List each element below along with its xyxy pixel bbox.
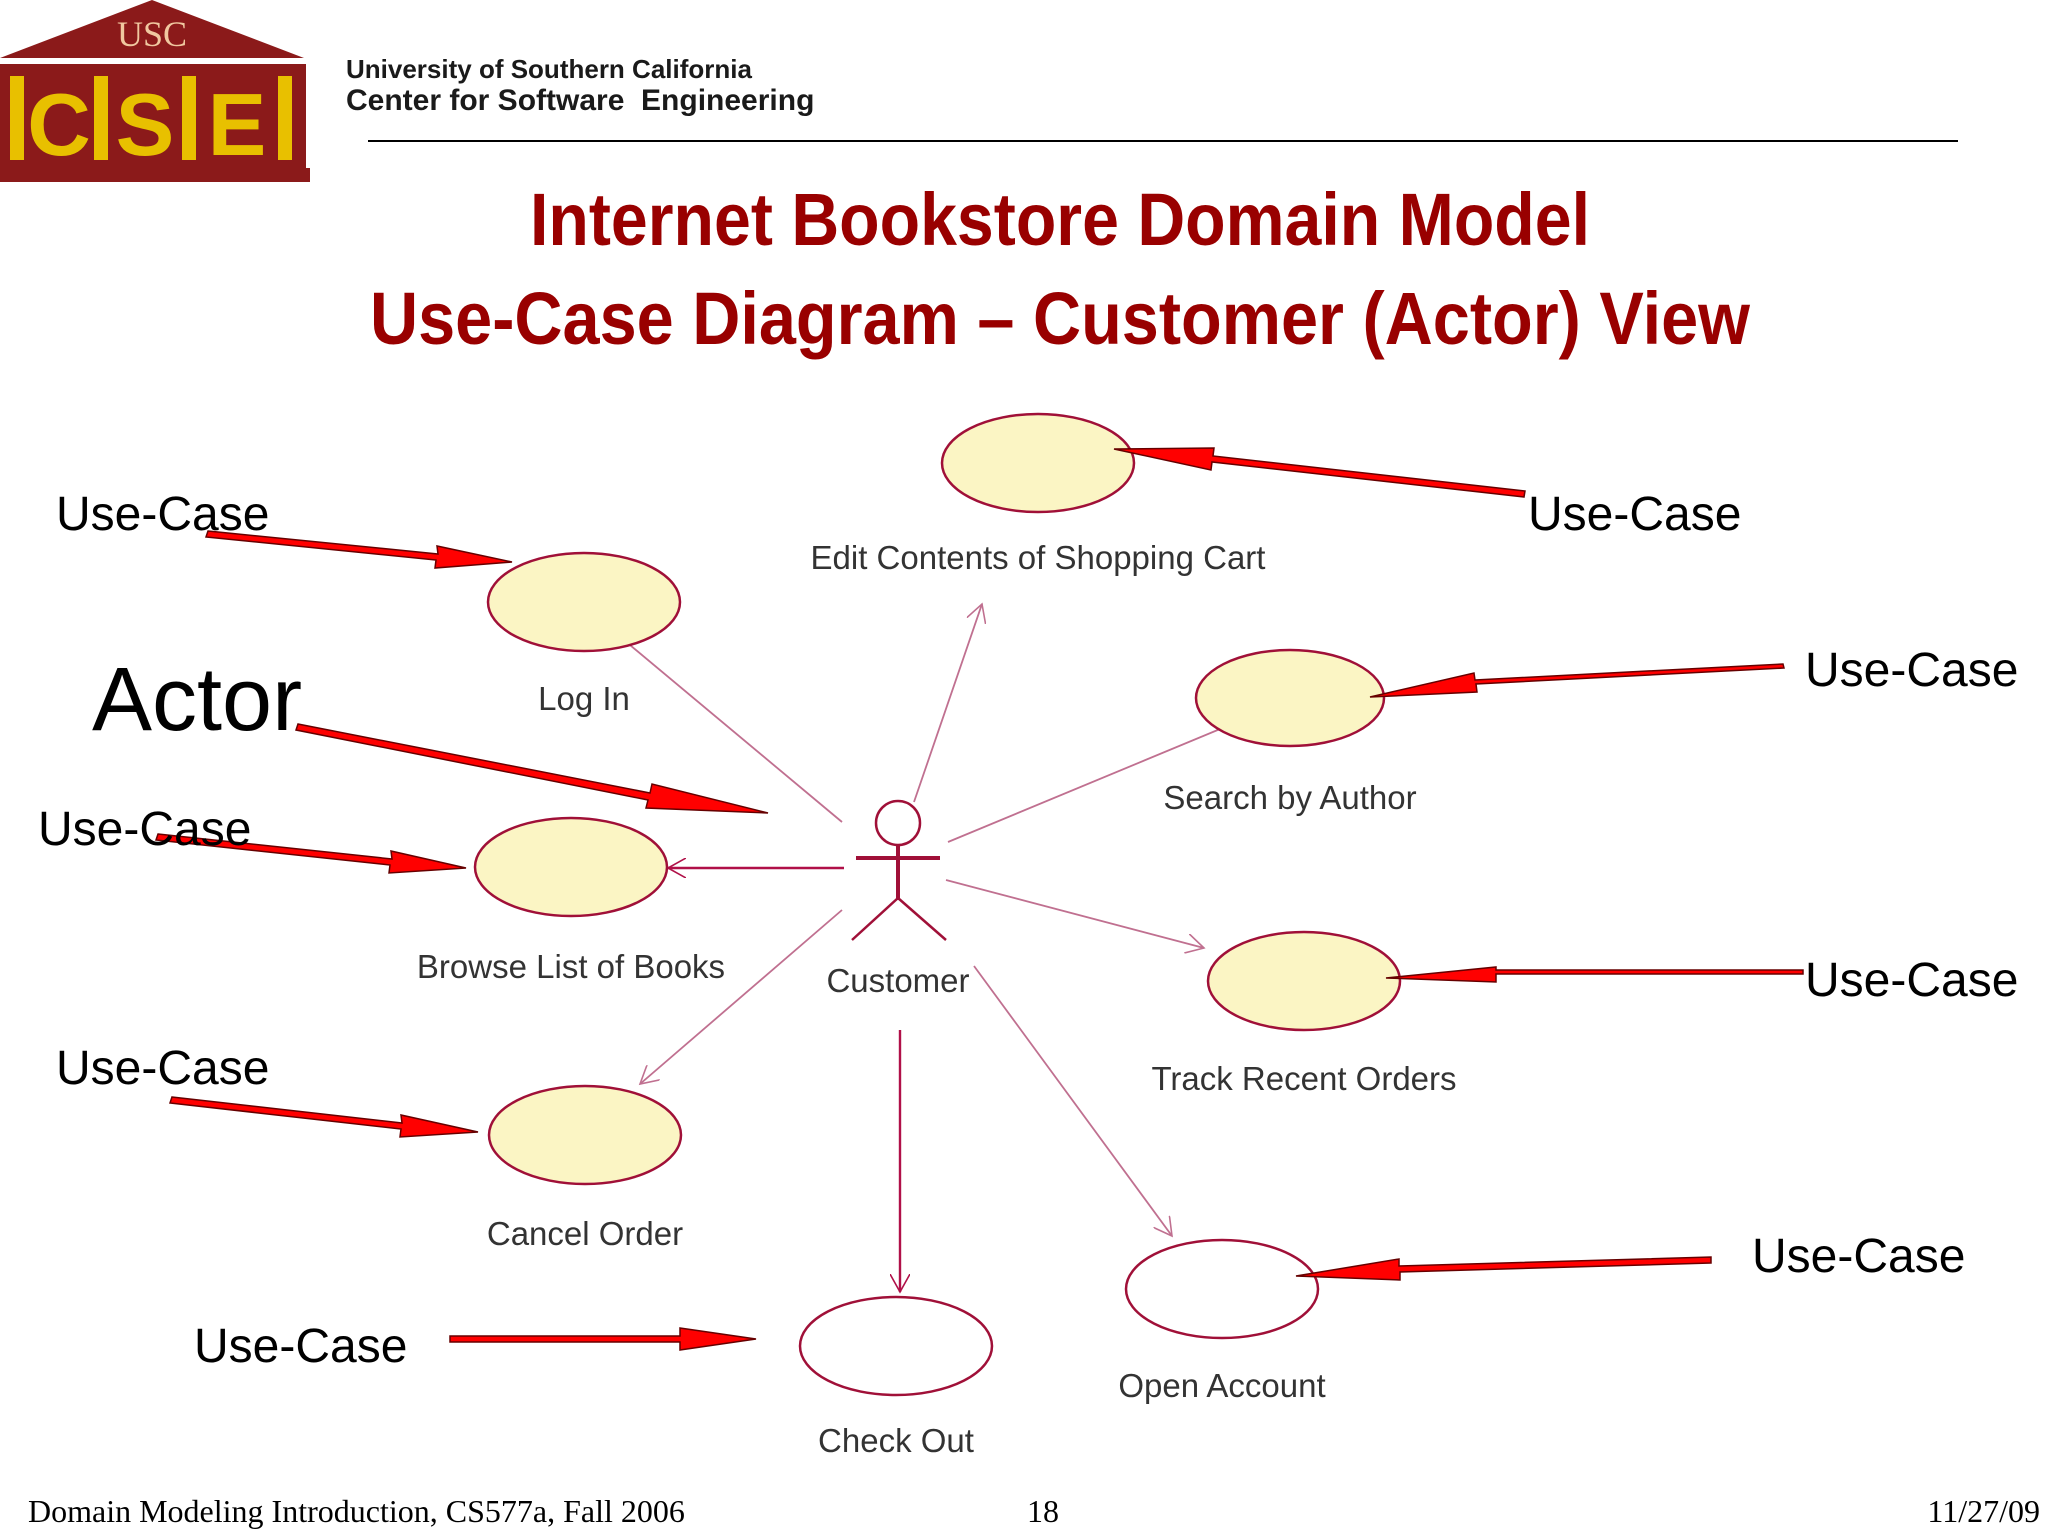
logo-pillar xyxy=(278,76,292,160)
use-case-ellipse xyxy=(486,551,682,653)
association-edit-cart xyxy=(913,604,982,803)
association-track-orders xyxy=(945,879,1204,948)
actor-leg-left xyxy=(851,897,899,941)
use-case-ellipse xyxy=(1124,1238,1320,1340)
use-case-ellipse xyxy=(940,412,1136,514)
callout-arrow xyxy=(295,723,769,814)
callout-arrow xyxy=(154,833,467,874)
logo-letter: C xyxy=(27,75,91,174)
center-name: Center for Software Engineering xyxy=(346,84,814,117)
actor-label: Customer xyxy=(826,962,969,999)
use-case-browse-books[interactable]: Browse List of Books xyxy=(417,816,725,985)
callout-use-case-label: Use-Case xyxy=(1752,1230,1965,1283)
use-case-log-in[interactable]: Log In xyxy=(486,551,682,717)
use-case-edit-cart[interactable]: Edit Contents of Shopping Cart xyxy=(811,412,1266,576)
logo-letter: E xyxy=(208,75,267,174)
association-cancel xyxy=(640,909,843,1084)
use-case-label: Track Recent Orders xyxy=(1151,1060,1456,1097)
logo-base xyxy=(0,168,310,182)
actor-leg-right xyxy=(897,897,947,941)
slide-title-line2: Use-Case Diagram – Customer (Actor) View xyxy=(370,277,1750,360)
actor-customer[interactable]: Customer xyxy=(826,799,970,999)
callout-arrow xyxy=(1295,1256,1712,1281)
callout-use-case-label: Use-Case xyxy=(56,1042,269,1095)
callout-arrow xyxy=(1113,447,1526,498)
use-case-ellipse xyxy=(798,1295,994,1397)
use-case-cancel-order[interactable]: Cancel Order xyxy=(487,1084,683,1252)
callout-arrow xyxy=(168,1096,479,1138)
logo-letter: S xyxy=(116,75,175,174)
logo-body xyxy=(0,64,306,172)
use-case-label: Log In xyxy=(538,680,630,717)
use-case-ellipse xyxy=(1194,648,1386,748)
callout-arrow xyxy=(449,1327,757,1351)
use-case-ellipse xyxy=(487,1084,683,1186)
association-open-account xyxy=(973,965,1172,1236)
callout-use-case-label: Use-Case xyxy=(1805,954,2018,1007)
associations xyxy=(588,604,1290,1292)
use-case-label: Edit Contents of Shopping Cart xyxy=(811,539,1266,576)
use-case-search-author[interactable]: Search by Author xyxy=(1163,648,1417,816)
use-case-check-out[interactable]: Check Out xyxy=(798,1295,994,1459)
callout-use-case-label: Use-Case xyxy=(1528,488,1741,541)
use-case-label: Cancel Order xyxy=(487,1215,683,1252)
cse-logo: USC C S E xyxy=(0,0,310,182)
callout-use-case-label: Use-Case xyxy=(1805,644,2018,697)
logo-roof xyxy=(0,0,304,58)
callout-arrow xyxy=(1369,663,1785,698)
callout-arrow xyxy=(1385,966,1804,983)
logo-pillar xyxy=(10,76,24,160)
footer-page-number: 18 xyxy=(1027,1493,1059,1529)
callout-actor-label: Actor xyxy=(92,650,302,750)
callout-arrows xyxy=(154,447,1804,1351)
university-name: University of Southern California xyxy=(346,54,752,84)
use-case-ellipse xyxy=(473,816,669,918)
use-case-label: Open Account xyxy=(1118,1367,1325,1404)
logo-roof-text: USC xyxy=(117,14,187,54)
footer-course: Domain Modeling Introduction, CS577a, Fa… xyxy=(28,1493,685,1529)
use-case-label: Browse List of Books xyxy=(417,948,725,985)
callout-use-case-label: Use-Case xyxy=(38,803,251,856)
slide-title-line1: Internet Bookstore Domain Model xyxy=(530,178,1590,261)
callout-arrow xyxy=(204,530,513,569)
use-case-label: Search by Author xyxy=(1163,779,1416,816)
actor-head xyxy=(874,799,922,847)
callout-labels: Use-Case Use-Case Use-Case Actor Use-Cas… xyxy=(38,488,2018,1373)
use-case-label: Check Out xyxy=(818,1422,974,1459)
use-case-track-orders[interactable]: Track Recent Orders xyxy=(1151,930,1457,1097)
use-case-open-account[interactable]: Open Account xyxy=(1118,1238,1326,1404)
footer-date: 11/27/09 xyxy=(1927,1493,2040,1529)
use-case-ellipse xyxy=(1206,930,1402,1032)
logo-pillar xyxy=(182,76,196,160)
logo-pillar xyxy=(94,76,108,160)
callout-use-case-label: Use-Case xyxy=(56,488,269,541)
callout-use-case-label: Use-Case xyxy=(194,1320,407,1373)
